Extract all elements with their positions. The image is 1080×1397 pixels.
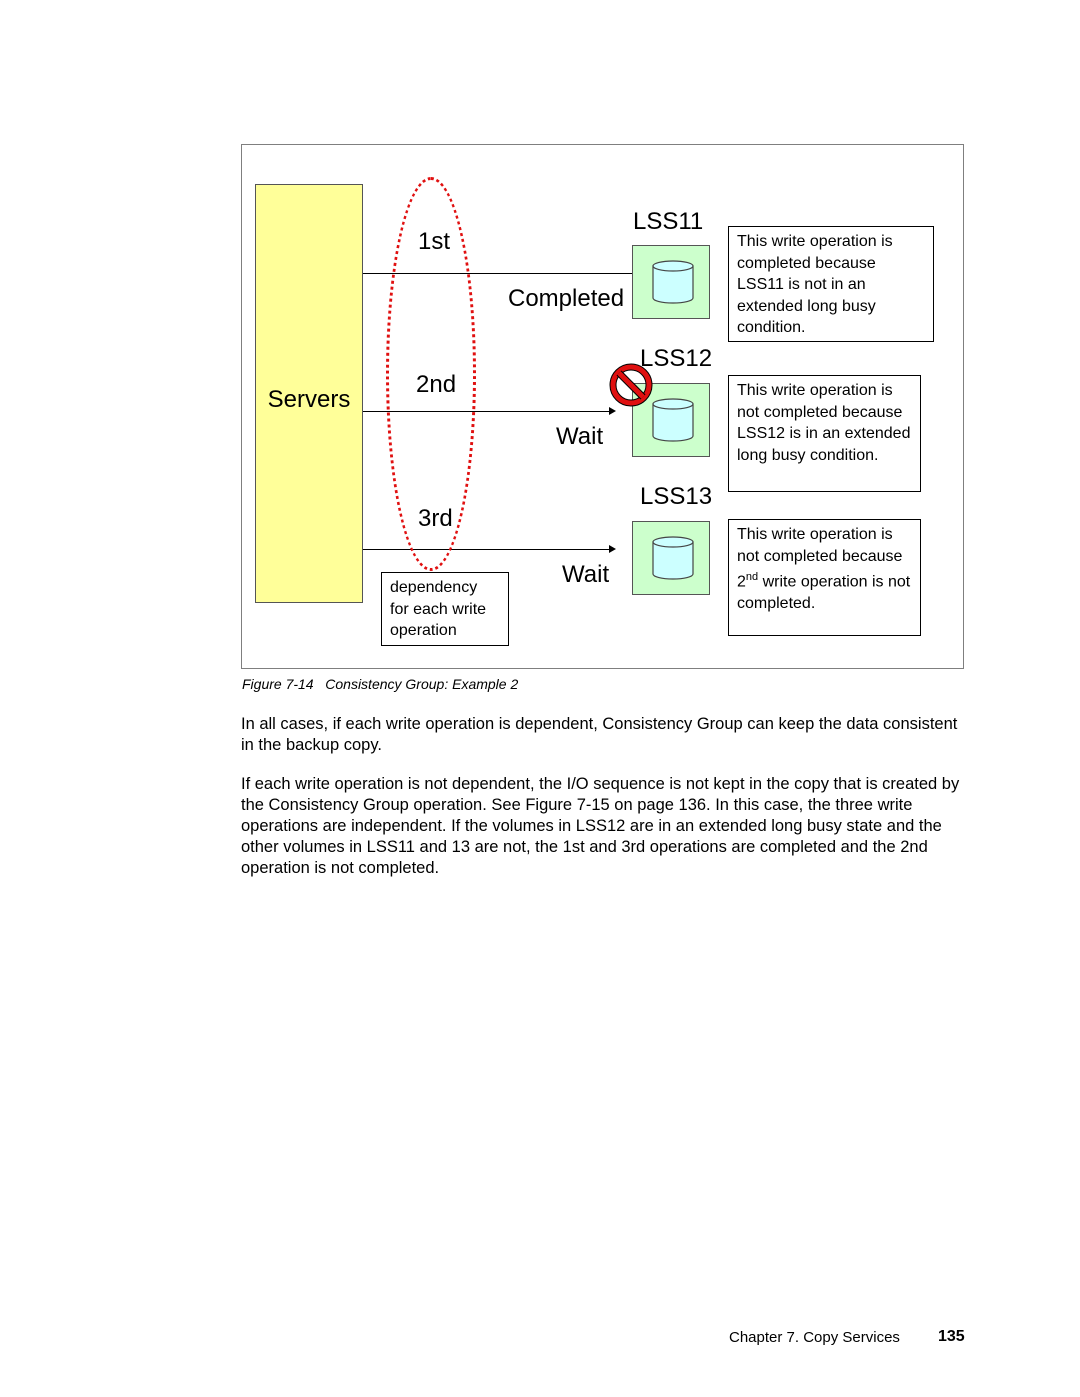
figure-frame: [241, 144, 964, 669]
status-label-lss11: Completed: [508, 285, 625, 312]
lss-name-13: LSS13: [640, 483, 713, 510]
arrow-3rd-write: [363, 545, 616, 553]
dependency-oval: [386, 177, 476, 571]
note-lss13: This write operation is not completed be…: [728, 519, 921, 636]
caption-title: Consistency Group: Example 2: [325, 676, 519, 692]
status-label-lss12: Wait: [556, 423, 604, 450]
status-label-lss13: Wait: [562, 561, 610, 588]
dependency-note: dependency for each write operation: [381, 572, 509, 646]
disk-icon: [652, 536, 694, 580]
figure-caption: Figure 7-14 Consistency Group: Example 2: [242, 676, 518, 692]
lss-name-11: LSS11: [633, 208, 704, 235]
arrow-2nd-write: [363, 407, 616, 415]
lss11-box: [632, 245, 710, 319]
order-label-2nd: 2nd: [416, 371, 457, 398]
servers-label: Servers: [267, 386, 351, 413]
order-label-1st: 1st: [418, 228, 451, 255]
page-number: 135: [938, 1328, 965, 1345]
caption-label: Figure 7-14: [242, 676, 314, 692]
footer-chapter: Chapter 7. Copy Services: [729, 1329, 900, 1346]
note-lss12: This write operation is not completed be…: [728, 375, 921, 492]
body-paragraph-1: In all cases, if each write operation is…: [241, 715, 958, 754]
disk-icon: [652, 260, 694, 304]
no-entry-icon: [609, 363, 653, 407]
lss-name-12: LSS12: [640, 345, 713, 372]
lss13-box: [632, 521, 710, 595]
servers-box: [255, 184, 363, 603]
body-paragraph-2: If each write operation is not dependent…: [241, 775, 960, 877]
note-lss11: This write operation is completed becaus…: [728, 226, 934, 342]
disk-icon: [652, 398, 694, 442]
order-label-3rd: 3rd: [418, 505, 453, 532]
